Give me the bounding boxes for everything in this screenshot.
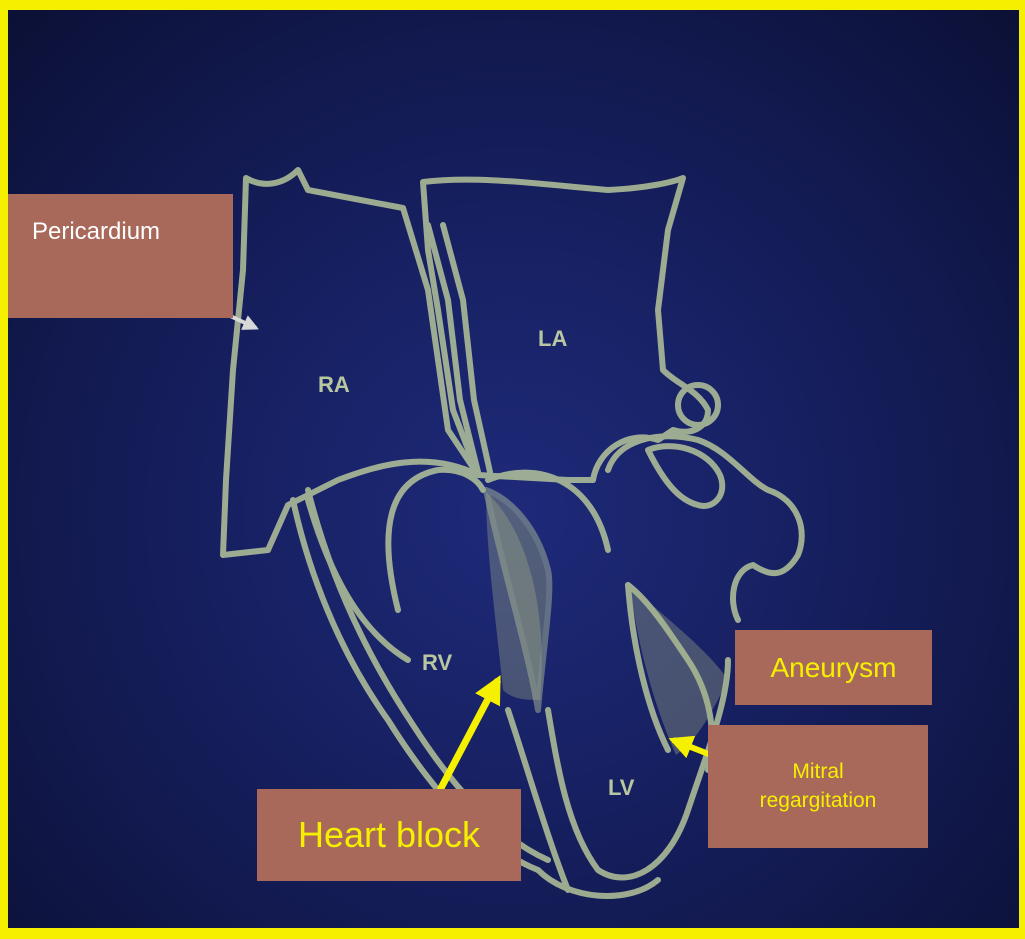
right-atrium-outline [223,170,478,555]
label-rv: RV [422,650,452,675]
mitral-regurgitation-callout: Mitral regargitation [708,725,928,848]
label-lv: LV [608,775,635,800]
slide-background: RA LA RV LV Pericardium Aneurysm Mitral … [8,10,1019,928]
heart-block-callout: Heart block [257,789,521,881]
aneurysm-callout: Aneurysm [735,630,932,705]
pericardium-label: Pericardium [32,218,160,246]
pericardium-callout: Pericardium [8,194,233,318]
mitral-label-line1: Mitral [760,758,877,786]
mitral-label-line2: regargitation [760,787,877,815]
heart-block-label: Heart block [298,814,480,856]
aneurysm-label: Aneurysm [770,652,896,684]
heart-block-arrow [440,680,498,790]
tricuspid-leaflet [388,470,483,610]
label-la: LA [538,326,567,351]
aortic-valve-circle [678,385,718,425]
label-ra: RA [318,372,350,397]
